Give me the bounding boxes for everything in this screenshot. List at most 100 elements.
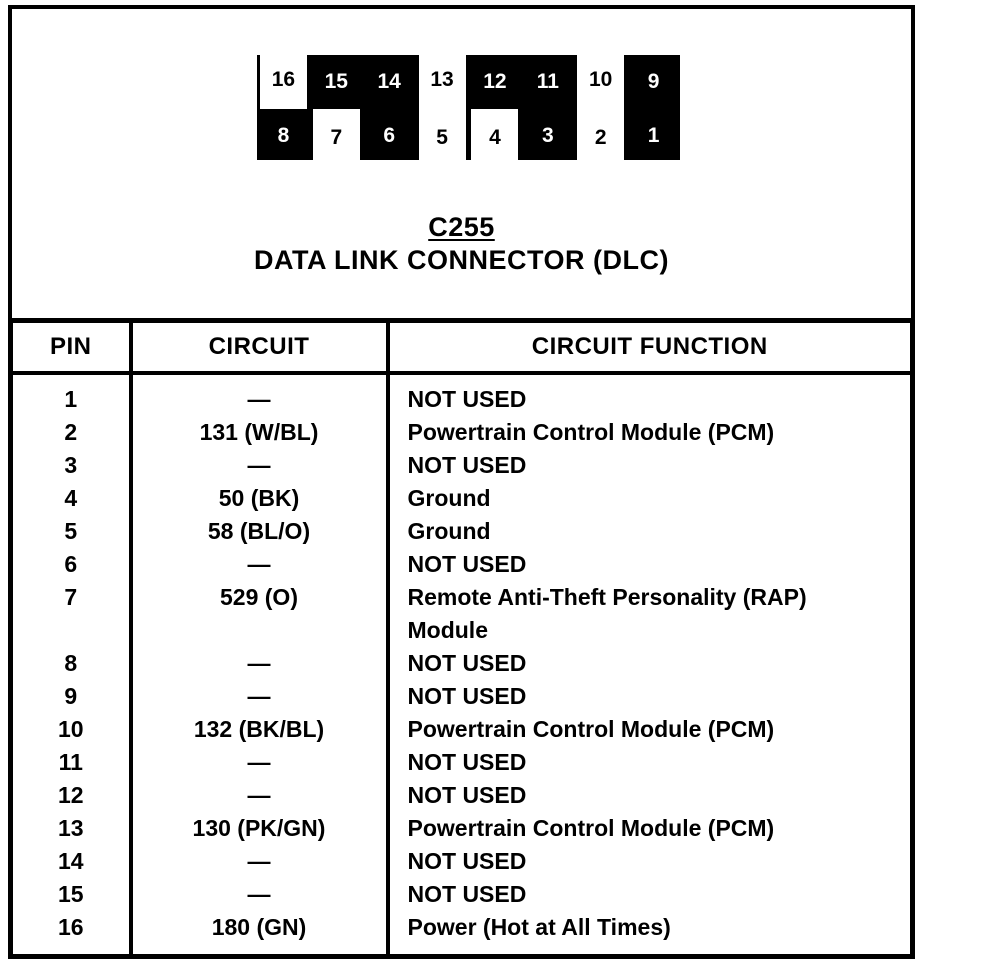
pinout-row-9: 9— NOT USED xyxy=(10,680,913,713)
function-cell: NOT USED xyxy=(407,386,527,412)
pinout-row-15: 15— NOT USED xyxy=(10,878,913,911)
function-cell: NOT USED xyxy=(407,683,527,709)
pin-cell: 3 xyxy=(10,449,133,482)
connector-pin-14: 14 xyxy=(363,55,416,109)
pin-cell: 7 xyxy=(10,581,133,647)
connector-pin-15: 15 xyxy=(310,55,363,109)
connector-pin-11: 11 xyxy=(521,55,574,109)
circuit-cell: — xyxy=(130,878,390,911)
pin-number: 5 xyxy=(418,109,466,167)
circuit-cell: 529 (O) xyxy=(130,581,390,647)
pin-cell: 12 xyxy=(10,779,133,812)
function-cell: NOT USED xyxy=(407,881,527,907)
connector-pin-1: 1 xyxy=(627,109,680,163)
pinout-header-row: PIN CIRCUIT CIRCUIT FUNCTION xyxy=(10,320,913,375)
connector-pin-6: 6 xyxy=(363,109,416,163)
function-cell: Remote Anti-Theft Personality (RAP) Modu… xyxy=(407,584,807,643)
table-bottom-spacer xyxy=(10,944,913,957)
pin-cell: 9 xyxy=(10,680,133,713)
function-cell: Powertrain Control Module (PCM) xyxy=(407,419,775,445)
pin-cell: 5 xyxy=(10,515,133,548)
circuit-cell: — xyxy=(130,845,390,878)
pin-number: 2 xyxy=(577,109,625,167)
col-header-pin: PIN xyxy=(10,320,133,375)
pinout-row-14: 14— NOT USED xyxy=(10,845,913,878)
circuit-cell: — xyxy=(130,373,390,416)
function-cell: NOT USED xyxy=(407,551,527,577)
connector-pin-4: 4 xyxy=(469,109,522,167)
connector-pin-12: 12 xyxy=(469,55,522,109)
pin-cell: 13 xyxy=(10,812,133,845)
pin-number: 8 xyxy=(277,124,290,147)
pin-number: 10 xyxy=(577,51,625,109)
pinout-row-8: 8—NOT USED xyxy=(10,647,913,680)
connector-pin-9: 9 xyxy=(627,55,680,109)
pin-number: 1 xyxy=(647,124,660,147)
connector-pin-3: 3 xyxy=(521,109,574,163)
pin-cell: 6 xyxy=(10,548,133,581)
circuit-cell: 180 (GN) xyxy=(130,911,390,944)
pin-number: 16 xyxy=(259,51,307,109)
connector-pin-5: 5 xyxy=(416,109,469,167)
circuit-cell: 132 (BK/BL) xyxy=(130,713,390,746)
circuit-cell: 130 (PK/GN) xyxy=(130,812,390,845)
function-cell: Ground xyxy=(407,518,491,544)
pin-number: 11 xyxy=(536,70,559,93)
pin-number: 4 xyxy=(471,109,519,167)
pinout-row-6: 6—NOT USED xyxy=(10,548,913,581)
pin-number: 9 xyxy=(647,70,660,93)
pin-cell: 15 xyxy=(10,878,133,911)
pin-number: 14 xyxy=(377,70,401,93)
function-cell: NOT USED xyxy=(407,650,527,676)
function-cell: NOT USED xyxy=(407,848,527,874)
pinout-row-11: 11—NOT USED xyxy=(10,746,913,779)
pinout-row-1: 1— NOT USED xyxy=(10,373,913,416)
pin-cell: 11 xyxy=(10,746,133,779)
connector-title: DATA LINK CONNECTOR (DLC) xyxy=(254,245,669,275)
pin-number: 15 xyxy=(324,70,348,93)
circuit-cell: — xyxy=(130,680,390,713)
function-cell: Powertrain Control Module (PCM) xyxy=(407,815,775,841)
pin-cell: 4 xyxy=(10,482,133,515)
connector-pin-8: 8 xyxy=(257,109,310,163)
function-cell: NOT USED xyxy=(407,452,527,478)
connector-pin-10: 10 xyxy=(574,51,627,109)
connector-pin-16: 16 xyxy=(257,51,310,109)
connector-pin-13: 13 xyxy=(416,51,469,109)
pin-cell: 14 xyxy=(10,845,133,878)
col-header-circuit: CIRCUIT xyxy=(130,320,390,375)
function-cell: NOT USED xyxy=(407,782,527,808)
circuit-cell: — xyxy=(130,647,390,680)
function-cell: Ground xyxy=(407,485,491,511)
pin-cell: 16 xyxy=(10,911,133,944)
pin-number: 12 xyxy=(483,70,507,93)
circuit-cell: 50 (BK) xyxy=(130,482,390,515)
function-cell: Power (Hot at All Times) xyxy=(407,914,671,940)
function-cell: Powertrain Control Module (PCM) xyxy=(407,716,775,742)
pinout-row-12: 12— NOT USED xyxy=(10,779,913,812)
connector-id: C255 xyxy=(428,212,495,242)
col-header-circuit-function: CIRCUIT FUNCTION xyxy=(387,320,913,375)
pin-cell: 1 xyxy=(10,373,133,416)
connector-pin-2: 2 xyxy=(574,109,627,167)
function-cell: NOT USED xyxy=(407,749,527,775)
circuit-cell: — xyxy=(130,779,390,812)
pin-number: 7 xyxy=(312,109,360,167)
pin-number: 13 xyxy=(418,51,466,109)
pin-cell: 10 xyxy=(10,713,133,746)
pin-number: 3 xyxy=(541,124,554,147)
pinout-row-3: 3— NOT USED xyxy=(10,449,913,482)
connector-pin-7: 7 xyxy=(310,109,363,167)
circuit-cell: — xyxy=(130,449,390,482)
circuit-cell: 58 (BL/O) xyxy=(130,515,390,548)
